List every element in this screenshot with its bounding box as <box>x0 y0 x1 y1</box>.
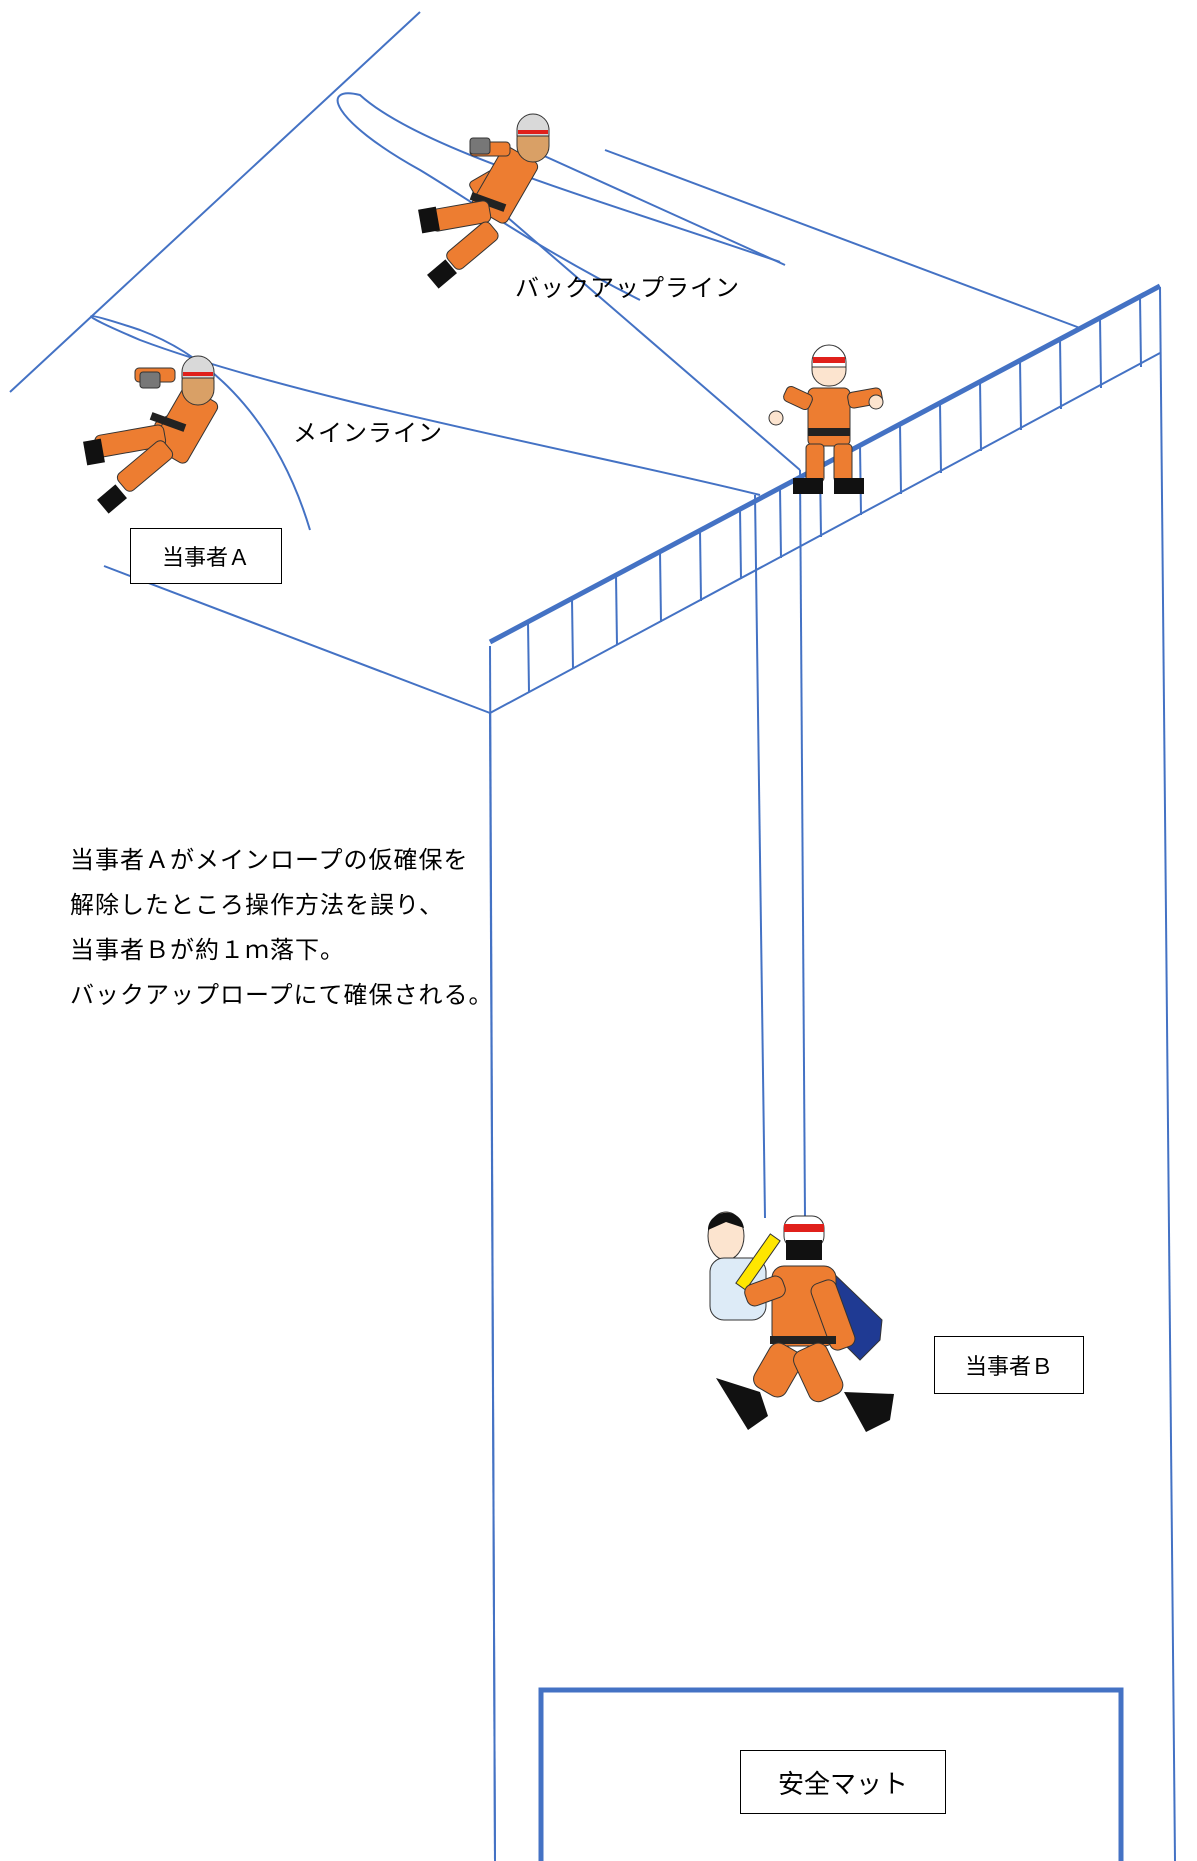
building-inner-wall <box>489 712 496 1861</box>
backup-operator-figure <box>418 113 550 289</box>
person-b-with-victim <box>707 1211 894 1432</box>
description-line-2: 解除したところ操作方法を誤り、 <box>70 891 445 919</box>
main-line-loop <box>90 315 761 531</box>
building-roof-left-edge <box>103 565 491 714</box>
backup-line-label: バックアップライン <box>515 274 740 302</box>
parapet-base <box>489 352 1161 714</box>
parapet-top <box>488 283 1162 645</box>
building-right-wall <box>1159 286 1176 1861</box>
backup-line-to-edge <box>469 184 801 471</box>
backup-rope-down <box>799 469 806 1219</box>
supervisor-figure <box>768 344 884 494</box>
person-a-label-box: 当事者Ａ <box>130 528 282 584</box>
main-rope-down <box>754 494 766 1219</box>
safety-mat-label-box: 安全マット <box>740 1750 946 1814</box>
person-a-label: 当事者Ａ <box>161 546 250 571</box>
roof-back-edge <box>604 149 1081 329</box>
railing-posts <box>527 296 1142 693</box>
description-line-4: バックアップロープにて確保される。 <box>70 981 494 1009</box>
description-line-3: 当事者Ｂが約１ｍ落下。 <box>70 936 345 964</box>
incident-description: 当事者Ａがメインロープの仮確保を 解除したところ操作方法を誤り、 当事者Ｂが約１… <box>70 838 494 1018</box>
backup-line-loop <box>336 92 781 301</box>
ropes <box>9 11 806 1219</box>
building <box>103 149 1176 1861</box>
safety-mat-outline <box>538 1687 1124 1861</box>
safety-mat-label: 安全マット <box>777 1769 908 1800</box>
main-line-label: メインライン <box>293 419 443 447</box>
description-line-1: 当事者Ａがメインロープの仮確保を <box>70 846 469 874</box>
anchor-line-top <box>9 11 421 393</box>
person-b-label-box: 当事者Ｂ <box>934 1336 1084 1394</box>
backup-line-extension <box>519 144 786 266</box>
person-b-label: 当事者Ｂ <box>964 1355 1053 1380</box>
person-a-figure <box>83 355 219 514</box>
